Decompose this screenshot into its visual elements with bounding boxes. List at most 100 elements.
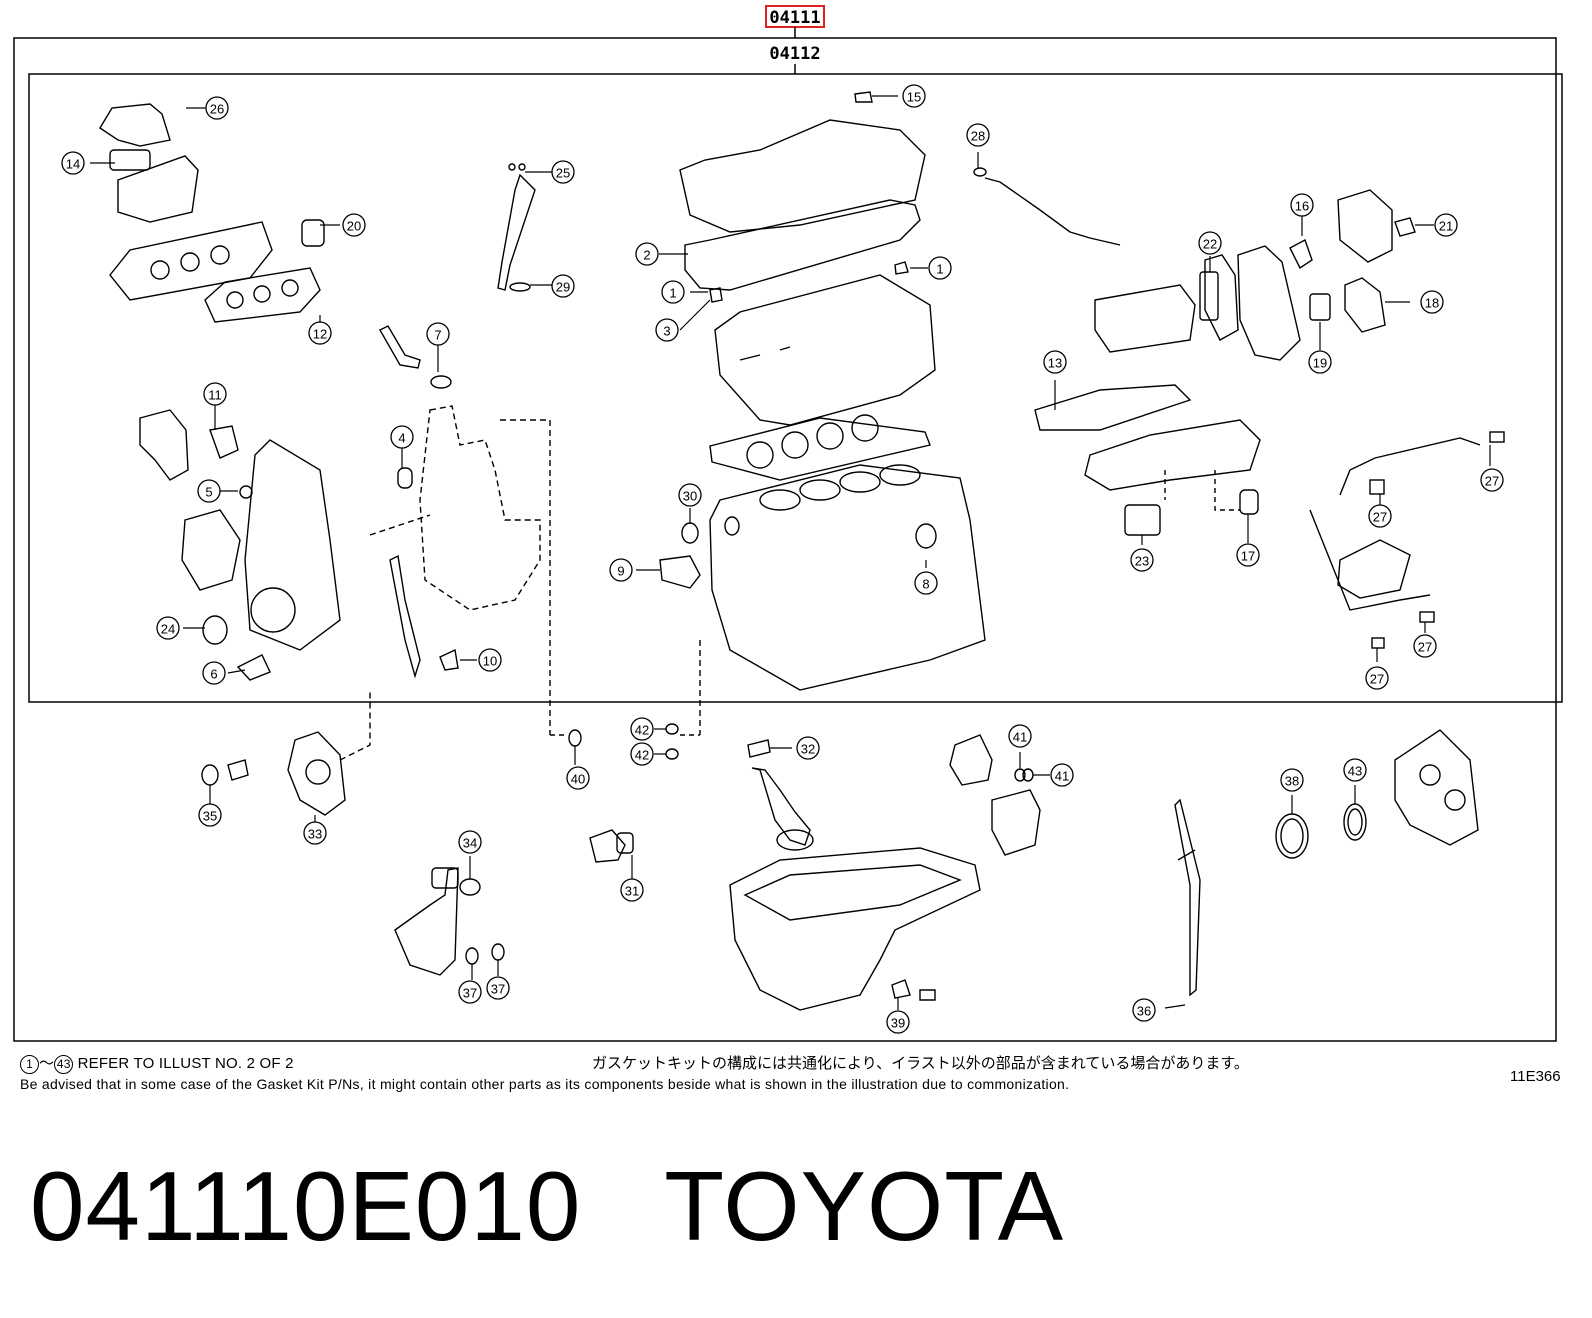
callout-circle-3 — [655, 318, 679, 342]
callout-circle-26 — [205, 96, 229, 120]
callout-circle-27 — [1368, 504, 1392, 528]
callout-number: 38 — [1285, 774, 1299, 789]
callout-circle-27 — [1365, 666, 1389, 690]
callout-number: 28 — [971, 129, 985, 144]
callout-number: 27 — [1485, 474, 1499, 489]
callout-number: 7 — [434, 328, 441, 343]
callout-circle-23 — [1130, 548, 1154, 572]
callout-circle-31 — [620, 878, 644, 902]
callout-circle-40 — [566, 766, 590, 790]
callout-circle-20 — [342, 213, 366, 237]
callout-number: 1 — [669, 286, 676, 301]
callout-number: 31 — [625, 884, 639, 899]
callout-circle-18 — [1420, 290, 1444, 314]
callout-circle-41 — [1050, 763, 1074, 787]
callout-circle-38 — [1280, 768, 1304, 792]
callout-circle-37 — [458, 980, 482, 1004]
refer-text: REFER TO ILLUST NO. 2 OF 2 — [77, 1055, 294, 1072]
callout-group: 2614201225297115424610152113283098162122… — [61, 84, 1504, 1034]
english-note: Be advised that in some case of the Gask… — [20, 1076, 1070, 1092]
callout-circle-41 — [1008, 724, 1032, 748]
callout-number: 16 — [1295, 199, 1309, 214]
callout-number: 10 — [483, 654, 497, 669]
inner-frame — [28, 73, 1563, 703]
callout-circle-14 — [61, 151, 85, 175]
callout-number: 37 — [491, 982, 505, 997]
callout-number: 39 — [891, 1016, 905, 1031]
callout-number: 34 — [463, 836, 477, 851]
callout-circle-9 — [609, 558, 633, 582]
callout-number: 30 — [683, 489, 697, 504]
callout-number: 27 — [1370, 672, 1384, 687]
callout-circle-4 — [390, 425, 414, 449]
callout-number: 33 — [308, 827, 322, 842]
callout-circle-28 — [966, 123, 990, 147]
callout-number: 42 — [635, 723, 649, 738]
callout-circle-32 — [796, 736, 820, 760]
callout-number: 18 — [1425, 296, 1439, 311]
gasket-kit-diagram: 04111 04112 — [13, 5, 1563, 1042]
callout-number: 32 — [801, 742, 815, 757]
callout-circle-8 — [914, 571, 938, 595]
illustration-code: 11E366 — [1510, 1068, 1561, 1085]
callout-circle-25 — [551, 160, 575, 184]
callout-circle-6 — [202, 661, 226, 685]
callout-circle-15 — [902, 84, 926, 108]
callout-circle-36 — [1132, 998, 1156, 1022]
callout-circle-27 — [1413, 634, 1437, 658]
callout-number: 23 — [1135, 554, 1149, 569]
range-start-badge: 1 — [20, 1054, 39, 1074]
callout-circle-1 — [928, 256, 952, 280]
callout-number: 27 — [1418, 640, 1432, 655]
callout-number: 29 — [556, 280, 570, 295]
callout-circle-30 — [678, 483, 702, 507]
brand-name: TOYOTA — [664, 1151, 1065, 1261]
callout-circle-29 — [551, 274, 575, 298]
part-number: 041110E010 — [30, 1151, 582, 1261]
callout-circle-1 — [661, 280, 685, 304]
callout-number: 25 — [556, 166, 570, 181]
callout-number: 2 — [643, 248, 650, 263]
callout-circle-27 — [1480, 468, 1504, 492]
refer-note: 1～43 REFER TO ILLUST NO. 2 OF 2 — [20, 1052, 294, 1074]
callout-number: 13 — [1048, 356, 1062, 371]
callout-circle-42 — [630, 717, 654, 741]
callout-circle-5 — [197, 479, 221, 503]
callout-circle-34 — [458, 830, 482, 854]
callout-circle-13 — [1043, 350, 1067, 374]
range-end-badge: 43 — [54, 1054, 74, 1074]
part-sketches — [99, 91, 1505, 1011]
callout-circle-2 — [635, 242, 659, 266]
callout-number: 26 — [210, 102, 224, 117]
callout-circle-16 — [1290, 193, 1314, 217]
outer-frame — [13, 37, 1557, 1042]
callout-number: 11 — [208, 388, 222, 403]
callout-number: 24 — [161, 622, 175, 637]
callout-circle-42 — [630, 742, 654, 766]
callout-circle-17 — [1236, 543, 1260, 567]
callout-number: 21 — [1439, 219, 1453, 234]
callout-number: 42 — [635, 748, 649, 763]
callout-circle-35 — [198, 803, 222, 827]
callout-circle-37 — [486, 976, 510, 1000]
callout-number: 1 — [936, 262, 943, 277]
callout-circle-12 — [308, 321, 332, 345]
callout-number: 15 — [907, 90, 921, 105]
callout-circle-11 — [203, 382, 227, 406]
callout-circle-21 — [1434, 213, 1458, 237]
callout-number: 41 — [1055, 769, 1069, 784]
callout-circle-39 — [886, 1010, 910, 1034]
part-title: 041110E010 TOYOTA — [30, 1150, 1064, 1263]
callout-circle-19 — [1308, 350, 1332, 374]
callout-number: 40 — [571, 772, 585, 787]
callout-number: 14 — [66, 157, 80, 172]
kit-code: 04111 — [769, 8, 820, 28]
callout-circle-7 — [426, 322, 450, 346]
callout-number: 43 — [1348, 764, 1362, 779]
callout-number: 27 — [1373, 510, 1387, 525]
callout-circle-22 — [1198, 231, 1222, 255]
callout-number: 6 — [210, 667, 217, 682]
callout-number: 9 — [617, 564, 624, 579]
callout-number: 3 — [663, 324, 670, 339]
leader-lines — [90, 95, 1491, 1010]
